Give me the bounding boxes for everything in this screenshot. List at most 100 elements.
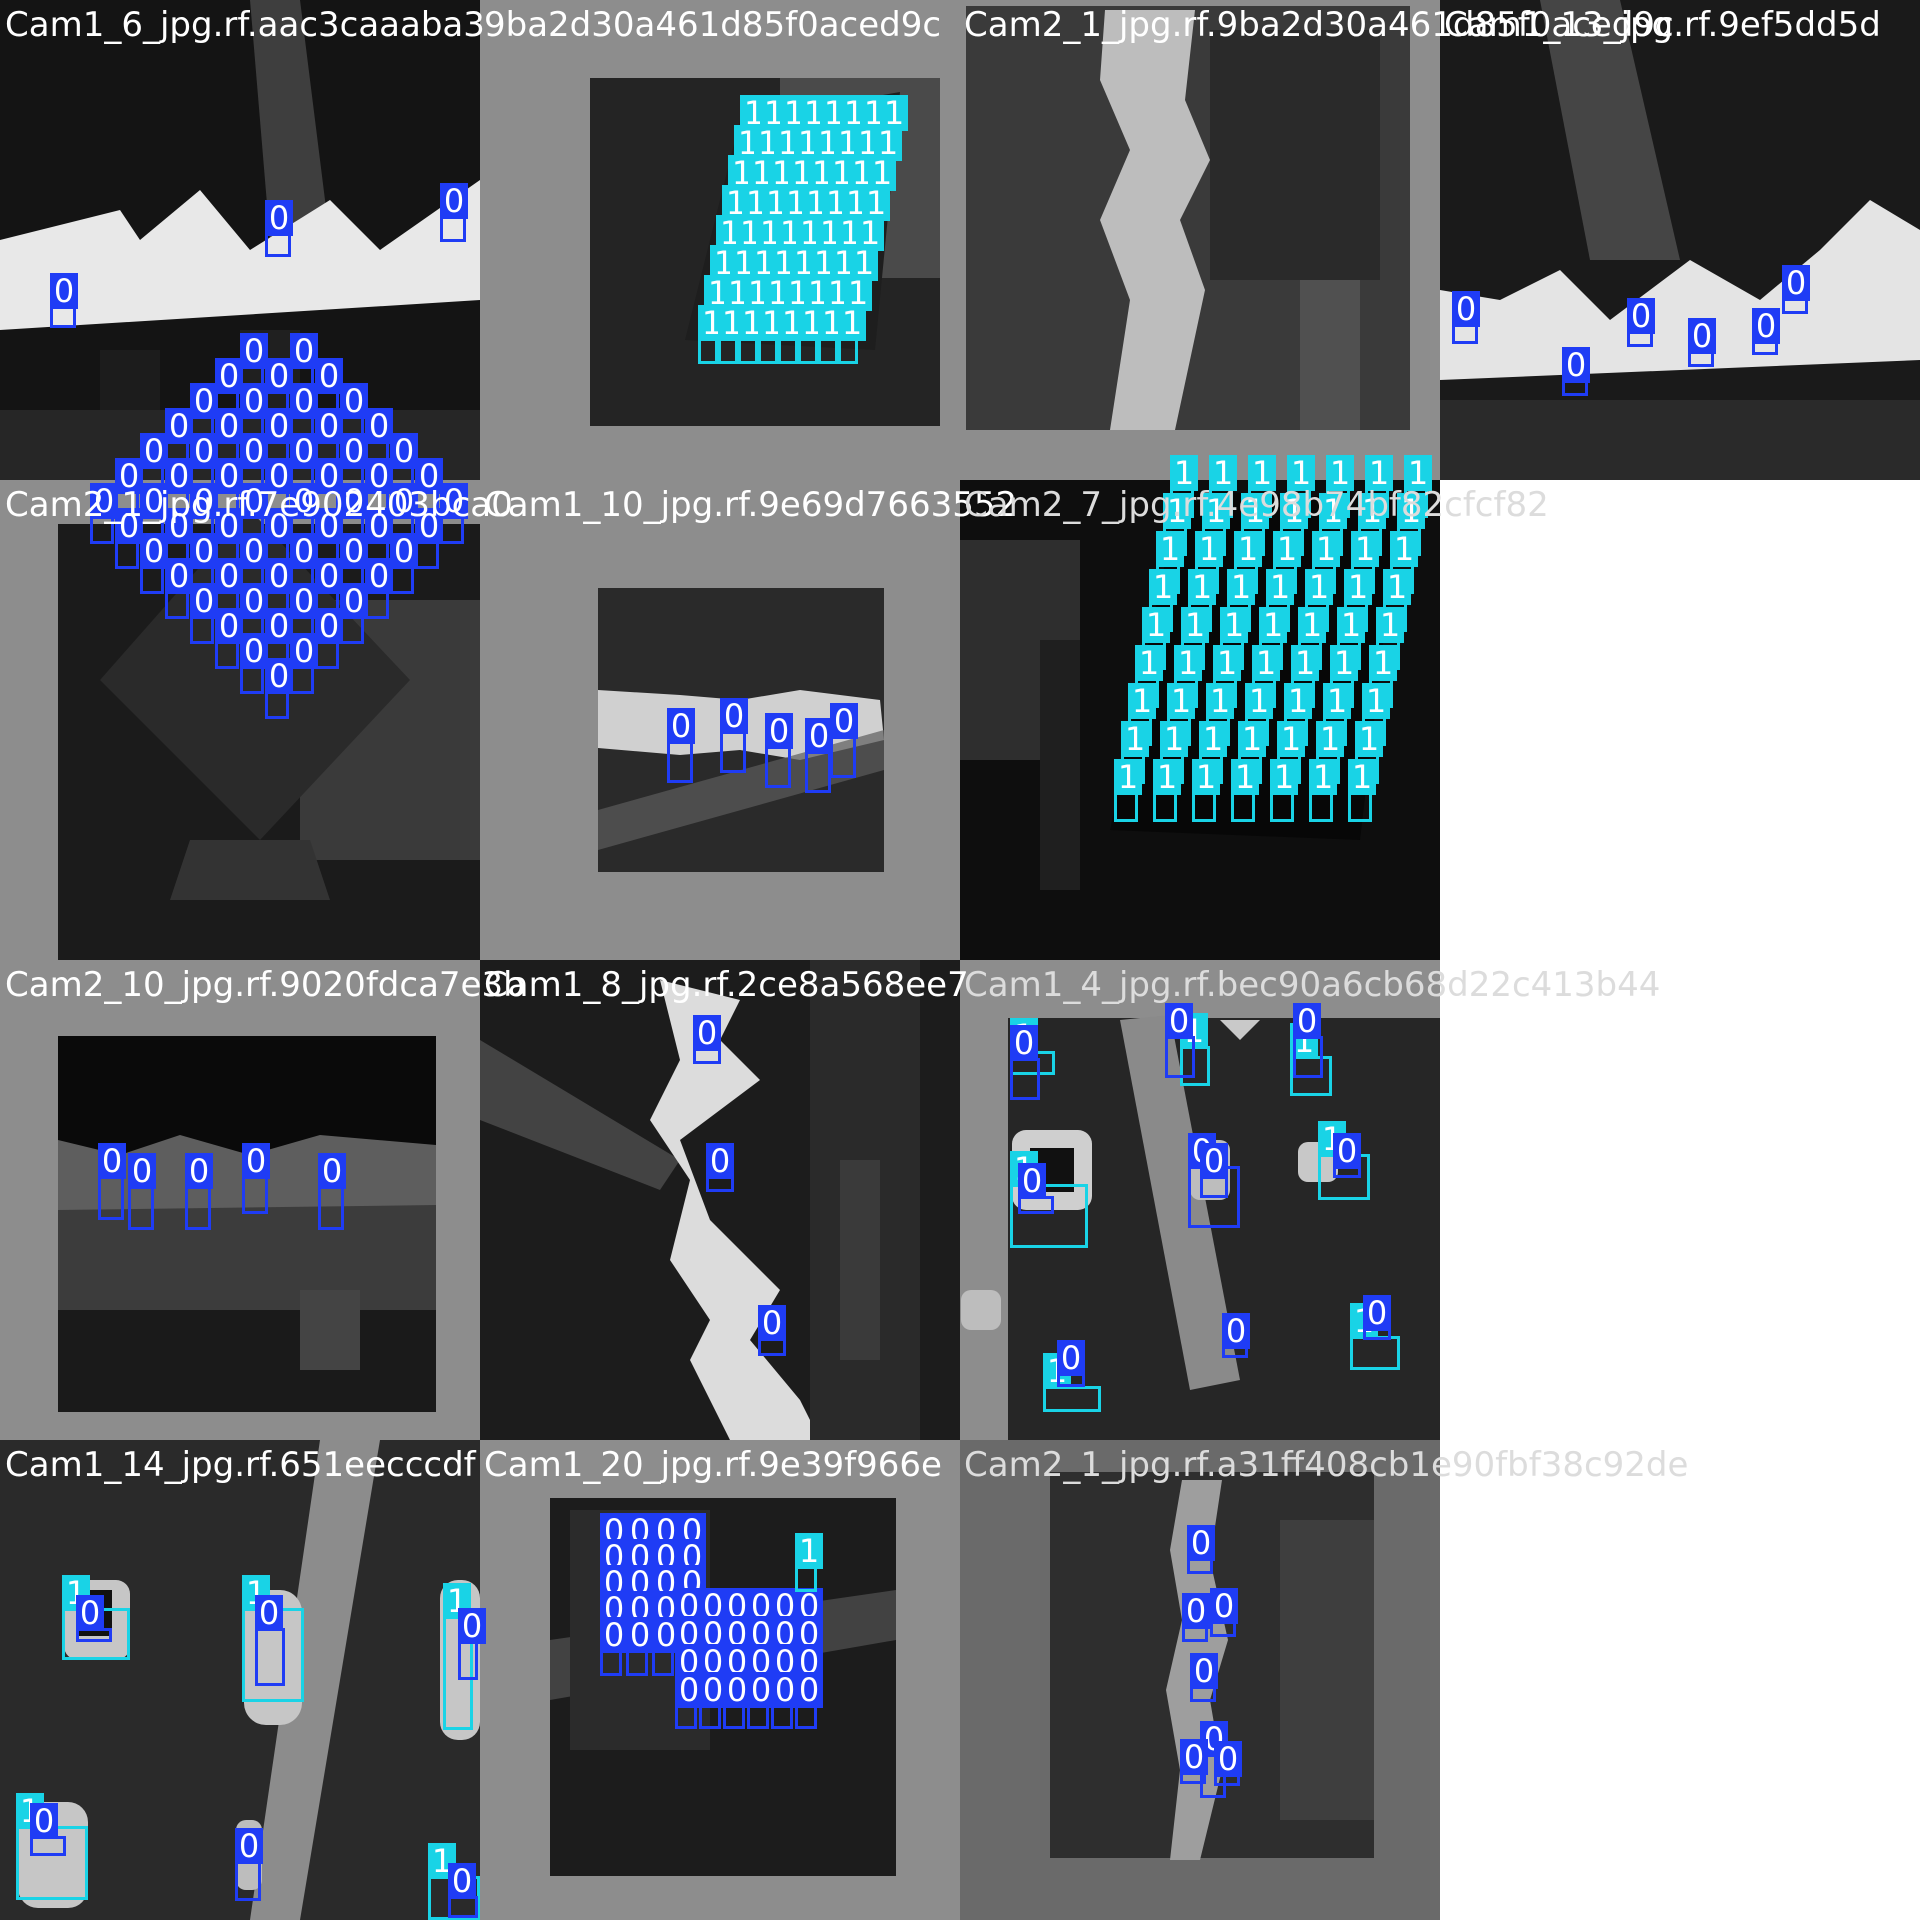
grid-box-t9: 1 — [1231, 759, 1259, 822]
detection-label: 1 — [1128, 683, 1156, 719]
detection-label: 1 — [1390, 531, 1418, 567]
grid-box-t9: 1 — [1128, 683, 1156, 746]
grid-box-t2: 1 — [738, 305, 766, 364]
diamond-box: 0 — [165, 558, 193, 619]
detection-label: 1 — [1199, 721, 1227, 757]
detection-label: 1 — [1312, 531, 1340, 567]
grid-box-t9: 1 — [1202, 493, 1230, 556]
grid-box-t9: 1 — [1376, 607, 1404, 670]
diamond-box: 0 — [90, 483, 118, 544]
detection-box-class-0: 0 — [448, 1863, 478, 1918]
detection-label: 0 — [340, 383, 368, 419]
detection-label: 0 — [190, 483, 218, 519]
detection-label: 1 — [838, 305, 866, 341]
grid-box-t2: 1 — [718, 305, 746, 364]
detection-label: 0 — [290, 383, 318, 419]
diamond-box: 0 — [290, 633, 318, 694]
detection-box-class-0: 0 — [1057, 1340, 1085, 1387]
grid-box-t9: 1 — [1209, 455, 1237, 518]
detection-box-class-0: 0 — [50, 273, 78, 328]
grid-box-t9: 1 — [1114, 759, 1142, 822]
diamond-box: 0 — [265, 358, 293, 419]
detection-box-class-0: 0 — [706, 1143, 734, 1192]
grid-box-t9: 1 — [1227, 569, 1255, 632]
detection-label: 1 — [1181, 607, 1209, 643]
diamond-box: 0 — [415, 458, 443, 519]
diamond-box: 0 — [240, 533, 268, 594]
detection-label: 0 — [318, 1153, 346, 1189]
detection-label: 0 — [1057, 1340, 1085, 1376]
detection-label: 1 — [1270, 759, 1298, 795]
detection-box-class-0: 0 — [1010, 1025, 1040, 1100]
detection-label: 0 — [693, 1015, 721, 1051]
detection-label: 1 — [1323, 683, 1351, 719]
grid-box-t9: 1 — [1305, 569, 1333, 632]
detection-label: 0 — [765, 713, 793, 749]
detection-label: 0 — [1018, 1163, 1046, 1199]
detection-label: 0 — [290, 533, 318, 569]
detection-label: 0 — [720, 698, 748, 734]
detection-label: 0 — [290, 333, 318, 369]
detection-box-class-0: 0 — [667, 708, 695, 783]
detection-label: 1 — [795, 1533, 823, 1569]
grid-box-t9: 1 — [1355, 721, 1383, 784]
detection-label: 1 — [1160, 721, 1188, 757]
detection-box-class-0: 0 — [30, 1803, 66, 1856]
detection-label: 0 — [215, 508, 243, 544]
detection-label: 0 — [290, 583, 318, 619]
detection-label: 1 — [1305, 569, 1333, 605]
detection-label: 0 — [600, 1617, 628, 1653]
detection-label: 1 — [1266, 569, 1294, 605]
detection-box-class-1: 1 — [1350, 1303, 1400, 1370]
detection-label: 0 — [315, 458, 343, 494]
detection-label: 0 — [215, 558, 243, 594]
cluster-box-right: 0 — [747, 1672, 775, 1729]
detection-label: 1 — [1397, 493, 1425, 529]
detection-label: 0 — [190, 383, 218, 419]
detection-box-class-0: 0 — [1214, 1741, 1242, 1786]
detection-label: 1 — [1163, 493, 1191, 529]
grid-box-t9: 1 — [1309, 759, 1337, 822]
tile-8 — [1440, 0, 1920, 480]
detection-label: 0 — [365, 558, 393, 594]
detection-label: 0 — [1627, 298, 1655, 334]
detection-box-class-0: 0 — [440, 183, 468, 242]
detection-box-class-0: 0 — [1222, 1313, 1250, 1358]
grid-box-t9: 1 — [1174, 645, 1202, 708]
grid-box-t2: 1 — [798, 305, 826, 364]
detection-label: 0 — [190, 433, 218, 469]
detection-label: 0 — [1165, 1003, 1193, 1039]
tile-empty-r2 — [1440, 480, 1920, 960]
grid-box-t2: 1 — [838, 305, 866, 364]
cluster-box-right: 0 — [699, 1672, 727, 1729]
grid-box-t9: 1 — [1358, 493, 1386, 556]
detection-label: 1 — [1383, 569, 1411, 605]
detection-label: 0 — [215, 608, 243, 644]
detection-label: 0 — [706, 1143, 734, 1179]
diamond-box: 0 — [340, 433, 368, 494]
diamond-box: 0 — [290, 533, 318, 594]
detection-label: 1 — [1362, 683, 1390, 719]
detection-label: 0 — [76, 1595, 104, 1631]
detection-label: 0 — [265, 508, 293, 544]
detection-box-class-0: 0 — [1200, 1143, 1228, 1198]
diamond-box: 0 — [390, 433, 418, 494]
detection-label: 0 — [390, 433, 418, 469]
detection-label: 0 — [1333, 1133, 1361, 1169]
diamond-box: 0 — [265, 508, 293, 569]
diamond-box: 0 — [340, 383, 368, 444]
detection-label: 0 — [115, 458, 143, 494]
cluster-box-left: 0 — [626, 1617, 654, 1676]
detection-label: 0 — [440, 483, 468, 519]
detection-label: 0 — [215, 358, 243, 394]
detection-label: 0 — [1182, 1593, 1210, 1629]
detection-label: 0 — [90, 483, 118, 519]
tile-3 — [960, 0, 1440, 480]
detection-label: 0 — [758, 1305, 786, 1341]
detection-label: 1 — [1273, 531, 1301, 567]
diamond-box: 0 — [390, 533, 418, 594]
detection-box-class-0: 0 — [1562, 347, 1590, 396]
detection-box-class-0: 0 — [1363, 1295, 1391, 1340]
detection-label: 0 — [240, 633, 268, 669]
detection-label: 0 — [128, 1153, 156, 1189]
